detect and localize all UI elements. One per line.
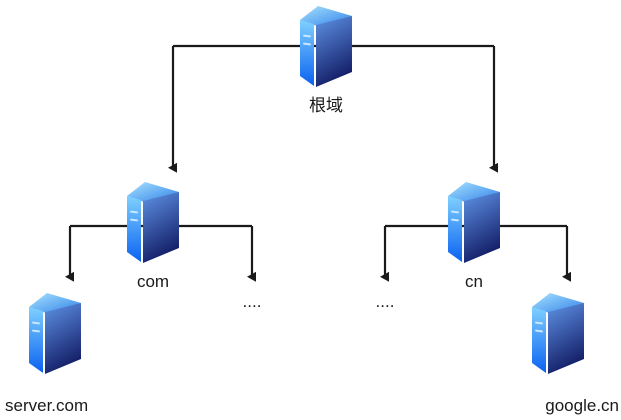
- node-root-label: 根域: [309, 96, 343, 115]
- ellipsis-cn-more: ....: [375, 292, 395, 311]
- node-com-label: com: [136, 272, 170, 291]
- server-icon: [446, 178, 502, 266]
- node-google-cn-label: google.cn: [545, 396, 619, 415]
- ellipsis-com-more: ....: [242, 292, 262, 311]
- node-cn-label: cn: [465, 272, 483, 291]
- node-server-com-label: server.com: [5, 396, 89, 415]
- server-icon: [298, 2, 354, 90]
- server-icon: [125, 178, 181, 266]
- server-icon: [530, 289, 586, 377]
- server-icon: [27, 289, 83, 377]
